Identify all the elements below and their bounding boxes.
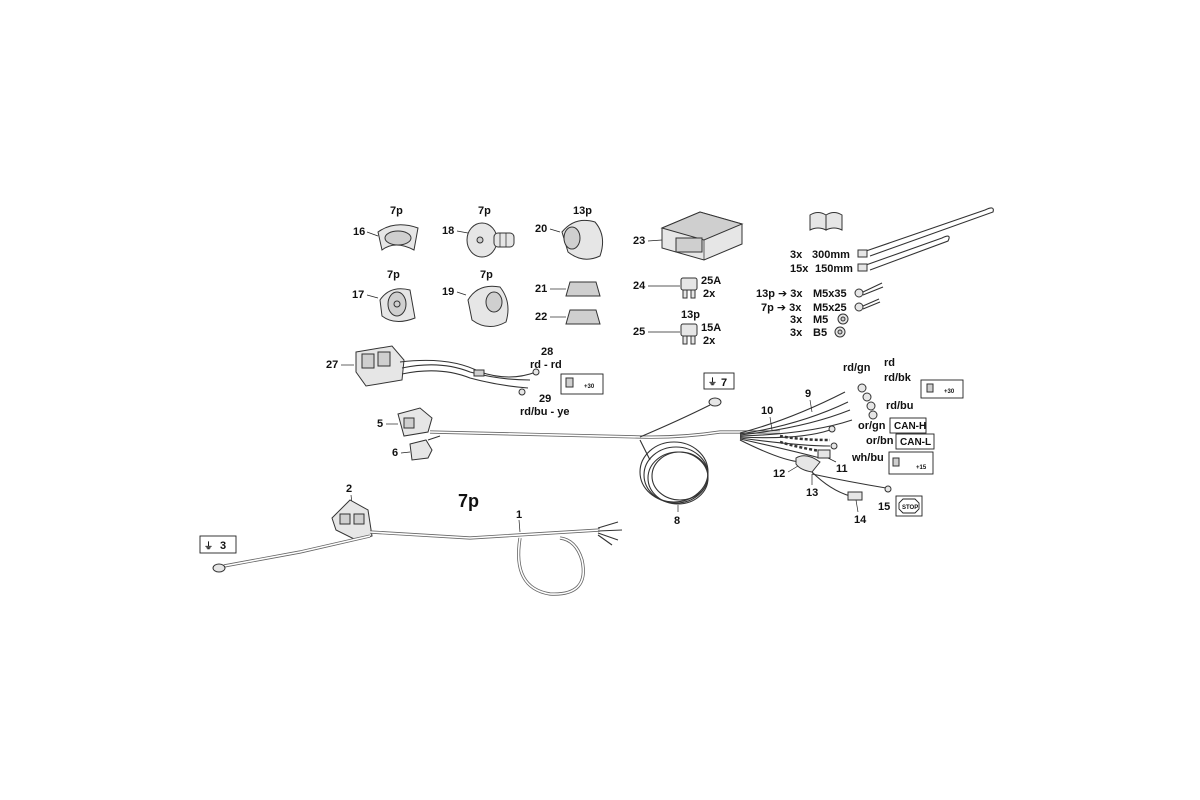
part-number-7: 7: [721, 377, 727, 389]
part-number-23: 23: [633, 235, 645, 247]
part-number-6: 6: [392, 447, 398, 459]
nut-m5-qty: 3x: [790, 314, 803, 326]
ties-300-qty: 3x: [790, 249, 803, 261]
part-number-2: 2: [346, 483, 352, 495]
part-number-14: 14: [854, 514, 867, 526]
harness-7p-label: 7p: [458, 491, 479, 511]
fuse-24-qty: 2x: [703, 288, 716, 300]
part-number-11: 11: [836, 463, 848, 475]
svg-text:⏚: ⏚: [204, 541, 213, 551]
part-16-seal: 16 7p: [353, 205, 419, 251]
part-number-17: 17: [352, 289, 364, 301]
part-number-9: 9: [805, 388, 811, 400]
part-number-13: 13: [806, 487, 818, 499]
part-24-fuse-25a: 24 25A 2x: [633, 275, 721, 300]
part-number-19: 19: [442, 286, 454, 298]
part-20-socket-13p: 20 13p: [535, 205, 604, 260]
wire-color-or-gn: or/gn: [858, 420, 886, 432]
stop-label: STOP: [902, 505, 918, 511]
part-17-socket-plate: 17 7p: [352, 269, 416, 322]
washer-b5-qty: 3x: [790, 327, 803, 339]
part-number-8: 8: [674, 515, 680, 527]
part-number-12: 12: [773, 468, 785, 480]
harness-7p: 7p 2 1 ⏚ 3: [199, 483, 623, 596]
part-number-29: 29: [539, 393, 551, 405]
ties-150-qty: 15x: [790, 263, 809, 275]
wire-color-29: rd/bu - ye: [520, 406, 570, 418]
part-number-20: 20: [535, 223, 547, 235]
can-h-label: CAN-H: [894, 421, 926, 432]
screw-m5x35-prefix: 13p ➔ 3x: [756, 288, 803, 300]
part-18-socket-boot: 18 7p: [442, 205, 515, 258]
wire-color-28: rd - rd: [530, 359, 562, 371]
part-number-10: 10: [761, 405, 773, 417]
wire-color-or-bn: or/bn: [866, 435, 894, 447]
connector-label-18: 7p: [478, 205, 491, 217]
wire-color-rd-bk: rd/bk: [884, 372, 912, 384]
connector-label-17: 7p: [387, 269, 400, 281]
ties-150-length: 150mm: [815, 263, 853, 275]
part-number-24: 24: [633, 280, 646, 292]
part-8-cable-coil: 8: [639, 439, 709, 527]
screws-and-nuts: 13p ➔ 3x M5x35 7p ➔ 3x M5x25 3x M5 3x B5: [756, 282, 884, 339]
part-21-foam-pad: 21: [535, 281, 601, 297]
plus30-label-b: +30: [944, 389, 955, 395]
washer-b5-size: B5: [813, 327, 827, 339]
fuse-24-rating: 25A: [701, 275, 721, 287]
part-25-fuse-15a: 13p 25 15A 2x: [633, 309, 721, 347]
part-23-control-module: 23: [633, 211, 744, 261]
connector-label-25: 13p: [681, 309, 700, 321]
wire-color-wh-bu: wh/bu: [851, 452, 884, 464]
wire-color-rd-gn: rd/gn: [843, 362, 871, 374]
part-number-1: 1: [516, 509, 522, 521]
screw-m5x25-size: M5x25: [813, 302, 847, 314]
part-19-socket-7p: 19 7p: [442, 269, 509, 327]
part-27-adapter-harness: 27 28 rd - rd 29 rd/bu - ye +30: [326, 345, 604, 418]
manual-book-icon: [809, 212, 843, 231]
connector-label-19: 7p: [480, 269, 493, 281]
screw-m5x25-prefix: 7p ➔ 3x: [761, 302, 802, 314]
connector-label-16: 7p: [390, 205, 403, 217]
cable-ties: 3x 300mm 15x 150mm: [790, 207, 994, 275]
fuse-25-rating: 15A: [701, 322, 721, 334]
part-number-27: 27: [326, 359, 338, 371]
connector-label-20: 13p: [573, 205, 592, 217]
main-harness: 5 6 ⏚ 7 8: [377, 357, 964, 527]
nut-m5-size: M5: [813, 314, 828, 326]
screw-m5x35-size: M5x35: [813, 288, 847, 300]
part-number-22: 22: [535, 311, 547, 323]
part-number-5: 5: [377, 418, 383, 430]
wire-color-rd-bu: rd/bu: [886, 400, 914, 412]
wire-color-rd: rd: [884, 357, 895, 369]
part-number-21: 21: [535, 283, 547, 295]
svg-text:⏚: ⏚: [708, 377, 717, 387]
part-number-3: 3: [220, 540, 226, 552]
part-number-15: 15: [878, 501, 890, 513]
part-number-16: 16: [353, 226, 365, 238]
plus15-label: +15: [916, 465, 927, 471]
part-22-foam-pad: 22: [535, 309, 601, 325]
part-number-28: 28: [541, 346, 553, 358]
fuse-25-qty: 2x: [703, 335, 716, 347]
can-l-label: CAN-L: [900, 437, 931, 448]
ties-300-length: 300mm: [812, 249, 850, 261]
plus30-label-a: +30: [584, 384, 595, 390]
part-number-25: 25: [633, 326, 645, 338]
part-number-18: 18: [442, 225, 454, 237]
